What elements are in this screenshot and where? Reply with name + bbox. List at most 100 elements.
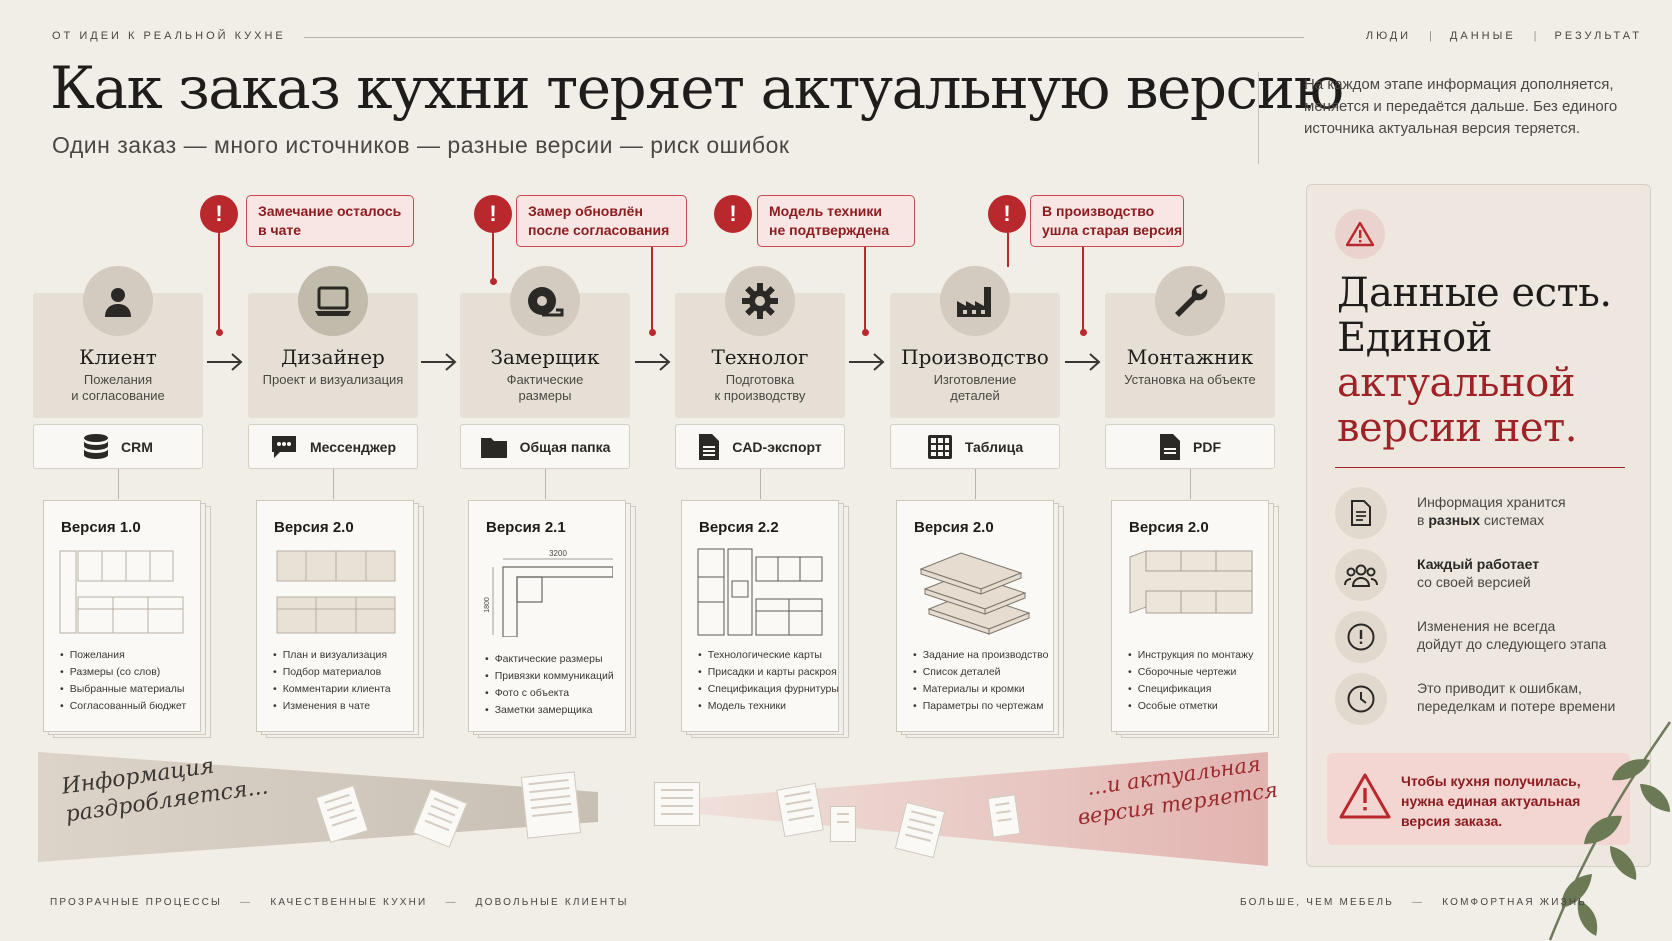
stage-card-designer[interactable]: Дизайнер Проект и визуализация [248,266,418,418]
alert-dot [216,329,223,336]
alert-box-chat: Замечание осталось в чате [246,195,414,247]
clock-icon [1335,673,1387,725]
alert-dot [490,278,497,285]
alert-text: после согласования [528,222,670,238]
stage-name: Замерщик [490,345,600,369]
flow-arrow-icon [1065,353,1101,371]
wrench-icon [1155,266,1225,336]
alert-text: Модель техники [769,203,883,219]
exclamation-icon [1335,611,1387,663]
panel-alert-text: Чтобы кухня получилась, нужна единая акт… [1401,773,1581,829]
list-item: Изменения в чате [273,698,409,715]
version-doc[interactable]: Версия 2.0 Инструкция по монтажу Сборочн… [1111,500,1269,732]
stage-desc: Проект и визуализация [262,372,404,387]
top-line: ОТ ИДЕИ К РЕАЛЬНОЙ КУХНЕ ЛЮДИ | ДАННЫЕ |… [52,30,1642,46]
version-doc[interactable]: Версия 2.1 3200 1800 Фактические размеры… [468,500,626,732]
version-title: Версия 2.0 [1129,519,1209,536]
stage-name: Технолог [711,345,809,369]
tool-spreadsheet[interactable]: Таблица [890,424,1060,469]
gear-icon [725,266,795,336]
technical-drawing-icon [697,548,823,636]
page-subtitle: Один заказ — много источников — разные в… [52,132,790,158]
alert-icon: ! [474,195,512,233]
kitchen-sketch-icon [59,550,184,634]
alert-text: Замер обновлён [528,203,643,219]
panel-item: Это приводит к ошибкам,переделкам и поте… [1335,673,1635,729]
footer-tag: БОЛЬШЕ, ЧЕМ МЕБЕЛЬ [1240,897,1395,908]
folder-icon [480,437,507,458]
tape-measure-icon [510,266,580,336]
version-title: Версия 2.0 [274,519,354,536]
dimension-height: 1800 [484,597,491,613]
alert-text: В производство [1042,203,1155,219]
paper-fragment [520,771,582,839]
nav-item-people[interactable]: ЛЮДИ [1365,30,1412,42]
list-item: Согласованный бюджет [60,698,196,715]
alert-box-measure: Замер обновлён после согласования [516,195,687,247]
tool-pdf[interactable]: PDF [1105,424,1275,469]
list-item: Спецификация [1128,681,1264,698]
version-title: Версия 2.2 [699,519,779,536]
connector [118,469,119,499]
list-item: Модель техники [698,698,834,715]
footer-separator: — [1412,897,1425,908]
version-items: Инструкция по монтажу Сборочные чертежи … [1128,647,1264,715]
nav-item-data[interactable]: ДАННЫЕ [1449,30,1516,42]
stage-name: Монтажник [1126,345,1254,369]
panels-stack-icon [919,552,1031,635]
list-item: Подбор материалов [273,664,409,681]
panel-divider [1335,467,1625,468]
page-title: Как заказ кухни теряет актуальную версию [50,54,1344,122]
laptop-icon [298,266,368,336]
alert-icon: ! [988,195,1026,233]
tool-label: Таблица [964,438,1024,455]
version-doc[interactable]: Версия 2.0 Задание на производство Списо… [896,500,1054,732]
database-icon [84,433,109,459]
stage-name: Дизайнер [281,345,385,369]
top-nav: ЛЮДИ | ДАННЫЕ | РЕЗУЛЬТАТ [1366,30,1642,42]
nav-item-result[interactable]: РЕЗУЛЬТАТ [1554,30,1642,42]
flow-arrow-icon [635,353,671,371]
version-title: Версия 2.0 [914,519,994,536]
version-doc[interactable]: Версия 2.0 План и визуализация Подбор ма… [256,500,414,732]
version-items: Технологические карты Присадки и карты р… [698,647,839,715]
version-items: Фактические размеры Привязки коммуникаци… [485,651,621,719]
leaf-branch-icon [1548,721,1672,941]
stage-card-installer[interactable]: Монтажник Установка на объекте [1105,266,1275,418]
version-doc[interactable]: Версия 2.2 Технологические карты Присадк… [681,500,839,732]
warning-icon [1335,209,1385,259]
tool-cad-export[interactable]: CAD-экспорт [675,424,845,469]
flow-arrow-icon [421,353,457,371]
paper-fragment [776,782,824,838]
footer-tag: КАЧЕСТВЕННЫЕ КУХНИ [270,897,428,908]
kicker: ОТ ИДЕИ К РЕАЛЬНОЙ КУХНЕ [52,30,286,42]
footer-separator: — [445,897,458,908]
alert-line [1082,247,1084,333]
list-item: Присадки и карты раскроя [698,664,837,681]
connector [975,469,976,499]
list-item: Параметры по чертежам [913,698,1049,715]
alert-text: в чате [258,222,302,238]
tool-label: CRM [121,438,153,455]
tool-messenger[interactable]: Мессенджер [248,424,418,469]
tool-shared-folder[interactable]: Общая папка [460,424,630,469]
tool-crm[interactable]: CRM [33,424,203,469]
stage-desc: Установка на объекте [1124,372,1256,387]
alert-line [218,233,220,333]
version-doc[interactable]: Версия 1.0 Пожелания Размеры (со слов) В… [43,500,201,732]
person-icon [83,266,153,336]
version-items: План и визуализация Подбор материалов Ко… [273,647,409,715]
kicker-rule [304,37,1304,38]
flow-arrow-icon [849,353,885,371]
